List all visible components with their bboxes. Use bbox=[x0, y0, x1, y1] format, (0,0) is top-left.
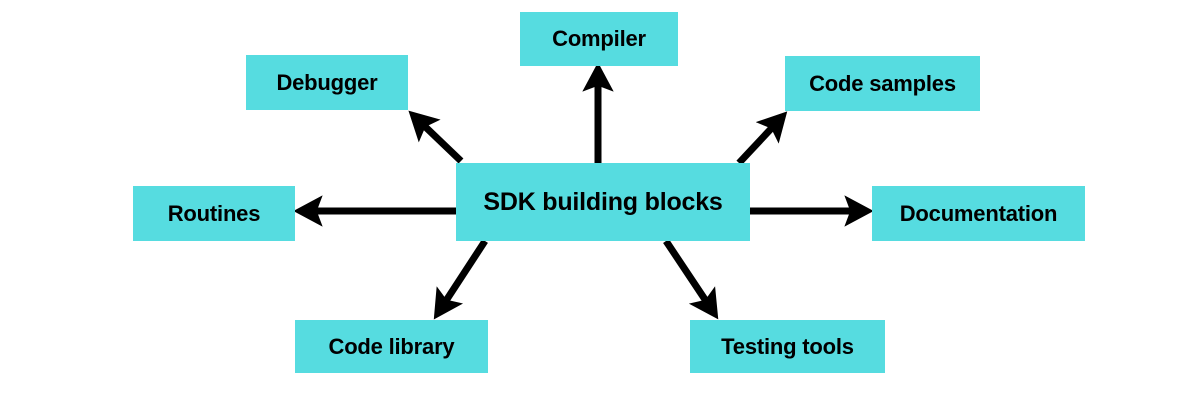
arrow-to-code-samples bbox=[736, 111, 788, 166]
arrow-to-debugger bbox=[408, 110, 464, 164]
node-label: Compiler bbox=[552, 26, 646, 51]
arrow-to-code-library bbox=[433, 239, 488, 320]
node-debugger[interactable]: Debugger bbox=[246, 55, 408, 110]
node-label: Code samples bbox=[809, 70, 956, 96]
node-label: Testing tools bbox=[721, 333, 854, 359]
node-testing-tools[interactable]: Testing tools bbox=[690, 320, 885, 373]
node-label: Documentation bbox=[899, 200, 1058, 226]
arrow-to-testing-tools bbox=[663, 239, 719, 320]
node-label: Routines bbox=[167, 200, 261, 226]
node-code-library[interactable]: Code library bbox=[295, 320, 488, 373]
node-routines[interactable]: Routines bbox=[133, 186, 295, 241]
node-label: Debugger bbox=[276, 69, 378, 95]
node-label: SDK building blocks bbox=[483, 187, 723, 216]
node-sdk-building-blocks[interactable]: SDK building blocks bbox=[456, 163, 750, 241]
node-documentation[interactable]: Documentation bbox=[872, 186, 1085, 241]
node-compiler[interactable]: Compiler bbox=[520, 12, 678, 66]
node-label: Code library bbox=[328, 333, 455, 359]
node-code-samples[interactable]: Code samples bbox=[785, 56, 980, 111]
